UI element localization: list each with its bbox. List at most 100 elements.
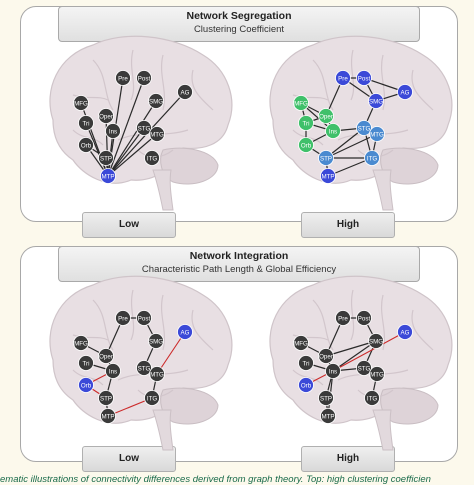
network-edge xyxy=(325,127,365,159)
node-label-oper: Oper xyxy=(319,353,333,360)
node-label-mtp: MTP xyxy=(101,173,114,180)
node-ins: Ins xyxy=(325,363,341,379)
node-label-stp: STP xyxy=(100,395,112,402)
node-label-ag: AG xyxy=(181,89,190,96)
node-label-orb: Orb xyxy=(301,382,312,389)
node-label-mtg: MTG xyxy=(150,131,164,138)
node-stp: STP xyxy=(98,390,114,406)
node-orb: Orb xyxy=(78,137,94,153)
node-label-stg: STG xyxy=(358,365,371,372)
panel-title: Network Segregation xyxy=(186,10,292,22)
node-label-oper: Oper xyxy=(319,113,333,120)
shortcut-edge xyxy=(332,331,406,372)
node-label-mtg: MTG xyxy=(150,371,164,378)
node-post: Post xyxy=(136,70,152,86)
panel-title-box: Network Segregation Clustering Coefficie… xyxy=(58,6,420,42)
node-tri: Tri xyxy=(298,115,314,131)
node-stg: STG xyxy=(136,360,152,376)
node-label-tri: Tri xyxy=(83,120,90,127)
panel-subtitle: Clustering Coefficient xyxy=(193,24,285,35)
high-label: High xyxy=(301,446,395,472)
node-mtg: MTG xyxy=(369,126,385,142)
node-label-ag: AG xyxy=(181,329,190,336)
node-mfg: MFG xyxy=(73,335,89,351)
node-label-post: Post xyxy=(138,75,151,82)
node-label-smg: SMG xyxy=(149,338,163,345)
node-itg: ITG xyxy=(144,390,160,406)
node-label-orb: Orb xyxy=(301,142,312,149)
node-stp: STP xyxy=(318,150,334,166)
node-label-post: Post xyxy=(358,75,371,82)
network-edge xyxy=(325,133,378,159)
node-label-smg: SMG xyxy=(149,98,163,105)
brain-illustration xyxy=(269,275,453,451)
node-oper: Oper xyxy=(98,108,114,124)
node-label-smg: SMG xyxy=(369,338,383,345)
shortcut-edge xyxy=(156,331,186,375)
shortcut-edge xyxy=(107,397,153,417)
node-post: Post xyxy=(356,310,372,326)
node-mtp: MTP xyxy=(100,408,116,424)
node-label-post: Post xyxy=(358,315,371,322)
brain-illustration xyxy=(269,35,453,211)
node-orb: Orb xyxy=(298,377,314,393)
node-mtp: MTP xyxy=(320,408,336,424)
node-label-mtg: MTG xyxy=(370,371,384,378)
node-pre: Pre xyxy=(335,70,351,86)
network-edge xyxy=(85,122,109,177)
node-oper: Oper xyxy=(98,348,114,364)
node-ag: AG xyxy=(397,84,413,100)
node-itg: ITG xyxy=(364,150,380,166)
node-label-stg: STG xyxy=(138,125,151,132)
network-edge xyxy=(107,127,145,177)
node-label-stp: STP xyxy=(100,155,112,162)
node-label-ag: AG xyxy=(401,89,410,96)
panel-title: Network Integration xyxy=(189,250,289,262)
node-ins: Ins xyxy=(105,123,121,139)
node-label-stg: STG xyxy=(358,125,371,132)
node-label-ag: AG xyxy=(401,329,410,336)
node-ag: AG xyxy=(177,324,193,340)
low-label: Low xyxy=(82,212,176,238)
node-label-mtp: MTP xyxy=(321,173,334,180)
node-stp: STP xyxy=(98,150,114,166)
node-label-orb: Orb xyxy=(81,142,92,149)
node-label-stp: STP xyxy=(320,155,332,162)
node-label-tri: Tri xyxy=(303,360,310,367)
node-post: Post xyxy=(136,310,152,326)
node-orb: Orb xyxy=(78,377,94,393)
node-label-mtp: MTP xyxy=(101,413,114,420)
panel-subtitle: Characteristic Path Length & Global Effi… xyxy=(141,264,337,275)
node-label-ins: Ins xyxy=(109,368,117,375)
node-label-oper: Oper xyxy=(99,113,113,120)
network-edge xyxy=(105,115,109,177)
network-edge xyxy=(327,157,373,177)
node-oper: Oper xyxy=(318,108,334,124)
network-edge xyxy=(107,133,158,177)
node-label-mfg: MFG xyxy=(74,340,88,347)
node-label-ins: Ins xyxy=(329,368,337,375)
node-tri: Tri xyxy=(78,355,94,371)
node-mfg: MFG xyxy=(73,95,89,111)
network-edge xyxy=(325,340,377,357)
node-mtp: MTP xyxy=(100,168,116,184)
node-orb: Orb xyxy=(298,137,314,153)
node-itg: ITG xyxy=(144,150,160,166)
node-oper: Oper xyxy=(318,348,334,364)
node-post: Post xyxy=(356,70,372,86)
node-ag: AG xyxy=(397,324,413,340)
node-label-stp: STP xyxy=(320,395,332,402)
node-label-tri: Tri xyxy=(303,120,310,127)
node-label-oper: Oper xyxy=(99,353,113,360)
node-pre: Pre xyxy=(115,310,131,326)
network-edge xyxy=(107,100,157,177)
node-tri: Tri xyxy=(78,115,94,131)
node-label-tri: Tri xyxy=(83,360,90,367)
node-mtg: MTG xyxy=(369,366,385,382)
node-label-ins: Ins xyxy=(329,128,337,135)
high-label: High xyxy=(301,212,395,238)
node-mfg: MFG xyxy=(293,95,309,111)
